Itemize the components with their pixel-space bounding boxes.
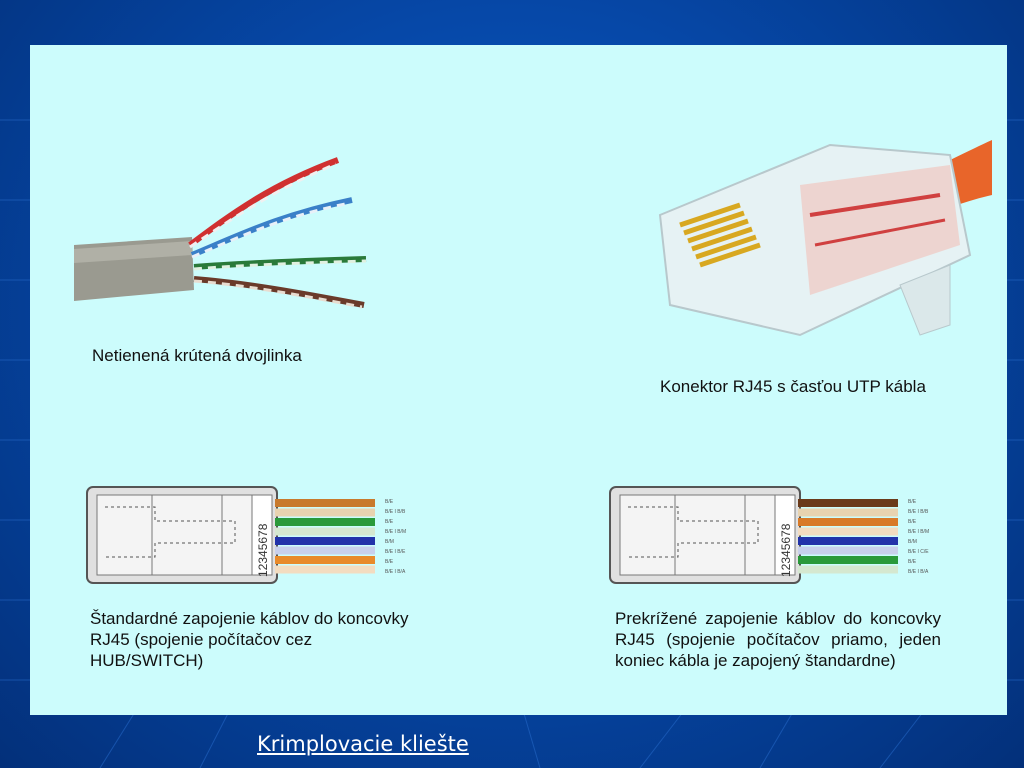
crimping-pliers-link[interactable]: Krimplovacie kliešte — [257, 732, 469, 756]
standard-wire-8 — [275, 565, 375, 574]
standard-wire-7 — [275, 556, 375, 564]
twisted-pair-cable-image — [74, 157, 367, 309]
svg-text:B/E: B/E — [908, 519, 917, 525]
pin-numbers-crossover: 12345678 — [779, 523, 793, 577]
standard-wire-6 — [275, 546, 375, 555]
svg-text:B/E: B/E — [908, 499, 917, 505]
svg-text:B/E: B/E — [385, 499, 394, 505]
svg-text:B/M: B/M — [908, 539, 917, 545]
crossover-wiring-diagram: 12345678 B/E B/E I B/B B/E B/E I B/M B/M B/E… — [609, 486, 929, 584]
crossover-wiring-caption: Prekrížené zapojenie káblov do koncovky … — [615, 609, 941, 670]
svg-text:B/E I B/A: B/E I B/A — [385, 569, 406, 575]
svg-text:B/E I B/A: B/E I B/A — [908, 569, 929, 575]
standard-wire-2 — [275, 508, 375, 517]
standard-wiring-caption: Štandardné zapojenie káblov do koncovky … — [90, 609, 409, 670]
svg-text:B/E I B/M: B/E I B/M — [385, 529, 406, 535]
crossover-wire-3 — [798, 518, 898, 526]
crossover-wire-1 — [798, 499, 898, 507]
standard-wire-1 — [275, 499, 375, 507]
svg-text:B/E: B/E — [385, 519, 394, 525]
crossover-wire-8 — [798, 565, 898, 574]
svg-text:B/E I B/B: B/E I B/B — [908, 509, 929, 515]
standard-wire-4 — [275, 527, 375, 536]
pin-numbers-standard: 12345678 — [256, 523, 270, 577]
crossover-wire-6 — [798, 546, 898, 555]
twisted-pair-caption: Netienená krútená dvojlinka — [92, 346, 302, 365]
rj45-caption: Konektor RJ45 s časťou UTP kábla — [660, 377, 926, 396]
crossover-wire-2 — [798, 508, 898, 517]
crossover-wire-7 — [798, 556, 898, 564]
standard-wire-3 — [275, 518, 375, 526]
svg-text:B/E I B/B: B/E I B/B — [385, 509, 406, 515]
svg-text:B/E: B/E — [385, 559, 394, 565]
svg-text:B/M: B/M — [385, 539, 394, 545]
rj45-connector-image — [658, 140, 992, 337]
standard-wire-5 — [275, 537, 375, 545]
standard-wiring-diagram: 12345678 B/E B/E I B/B B/E B/E I B/M B/M B/E… — [86, 486, 406, 584]
svg-text:B/E: B/E — [908, 559, 917, 565]
content-panel: Netienená krútená dvojlinka Konektor RJ4… — [30, 45, 1007, 715]
crossover-wire-5 — [798, 537, 898, 545]
svg-text:B/E I B/M: B/E I B/M — [908, 529, 929, 535]
crossover-wire-4 — [798, 527, 898, 536]
svg-text:B/E I C/E: B/E I C/E — [908, 549, 929, 555]
svg-text:B/E I B/E: B/E I B/E — [385, 549, 406, 555]
